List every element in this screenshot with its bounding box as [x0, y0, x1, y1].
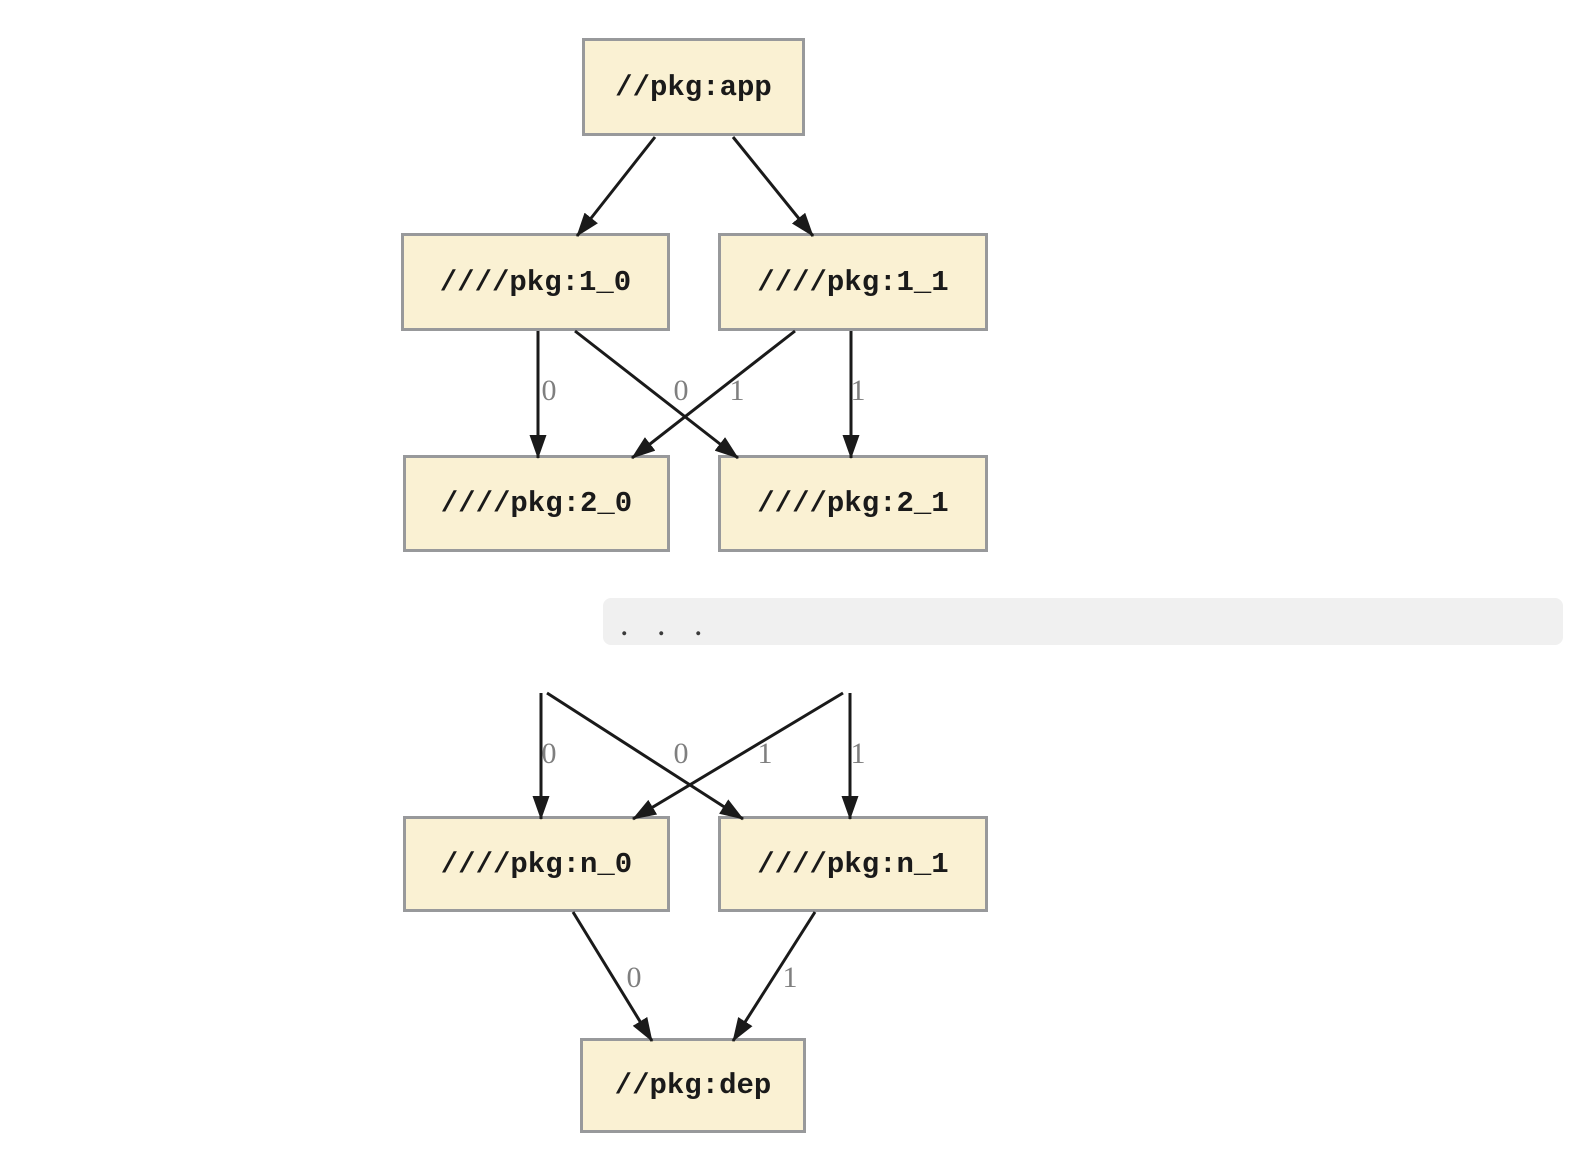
node-label: ////pkg:2_1 — [757, 487, 949, 520]
edge-label-1_1-to-2_0: 0 — [674, 374, 689, 407]
node-label: ////pkg:n_0 — [440, 847, 633, 881]
edge-label-1_0-to-2_0: 0 — [542, 374, 557, 407]
node-label: ////pkg:2_0 — [440, 487, 633, 520]
edge-elided-to-n_1-cross — [546, 691, 744, 821]
node-pkg-dep: //pkg:dep — [580, 1038, 806, 1133]
node-label: ////pkg:1_1 — [757, 265, 949, 299]
edge-n_1-to-dep — [731, 911, 817, 1042]
edge-label-elided-to-n_1-cross: 1 — [758, 737, 773, 770]
edge-elided-to-n_0-cross — [632, 691, 844, 821]
edge-label-n_1-to-dep: 1 — [783, 961, 798, 994]
edge-label-n_0-to-dep: 0 — [627, 961, 642, 994]
node-pkg-n_1: ////pkg:n_1 — [718, 816, 988, 912]
edge-label-elided-to-n_0-left: 0 — [542, 737, 557, 770]
ellipsis-text: . . . — [620, 606, 703, 643]
edge-label-elided-to-n_0-cross: 0 — [674, 737, 689, 770]
node-label: ////pkg:1_0 — [439, 265, 632, 299]
node-pkg-n_0: ////pkg:n_0 — [403, 816, 670, 912]
edge-label-1_0-to-2_1: 1 — [730, 374, 745, 407]
edge-app-to-1_1 — [731, 136, 815, 237]
edge-1_0-to-2_1 — [574, 329, 739, 460]
edge-1_1-to-2_0 — [631, 329, 796, 460]
node-pkg-2_0: ////pkg:2_0 — [403, 455, 670, 552]
edge-label-elided-to-n_1-right: 1 — [851, 737, 866, 770]
elided-levels-band: . . . — [603, 598, 1563, 645]
node-pkg-1_0: ////pkg:1_0 — [401, 233, 670, 331]
node-label: //pkg:app — [615, 70, 772, 104]
node-pkg-1_1: ////pkg:1_1 — [718, 233, 988, 331]
node-label: //pkg:dep — [614, 1069, 772, 1102]
edge-n_0-to-dep — [571, 911, 654, 1042]
edge-app-to-1_0 — [575, 136, 657, 237]
node-pkg-2_1: ////pkg:2_1 — [718, 455, 988, 552]
node-label: ////pkg:n_1 — [757, 847, 949, 881]
node-pkg-app: //pkg:app — [582, 38, 805, 136]
edge-label-1_1-to-2_1: 1 — [851, 374, 866, 407]
